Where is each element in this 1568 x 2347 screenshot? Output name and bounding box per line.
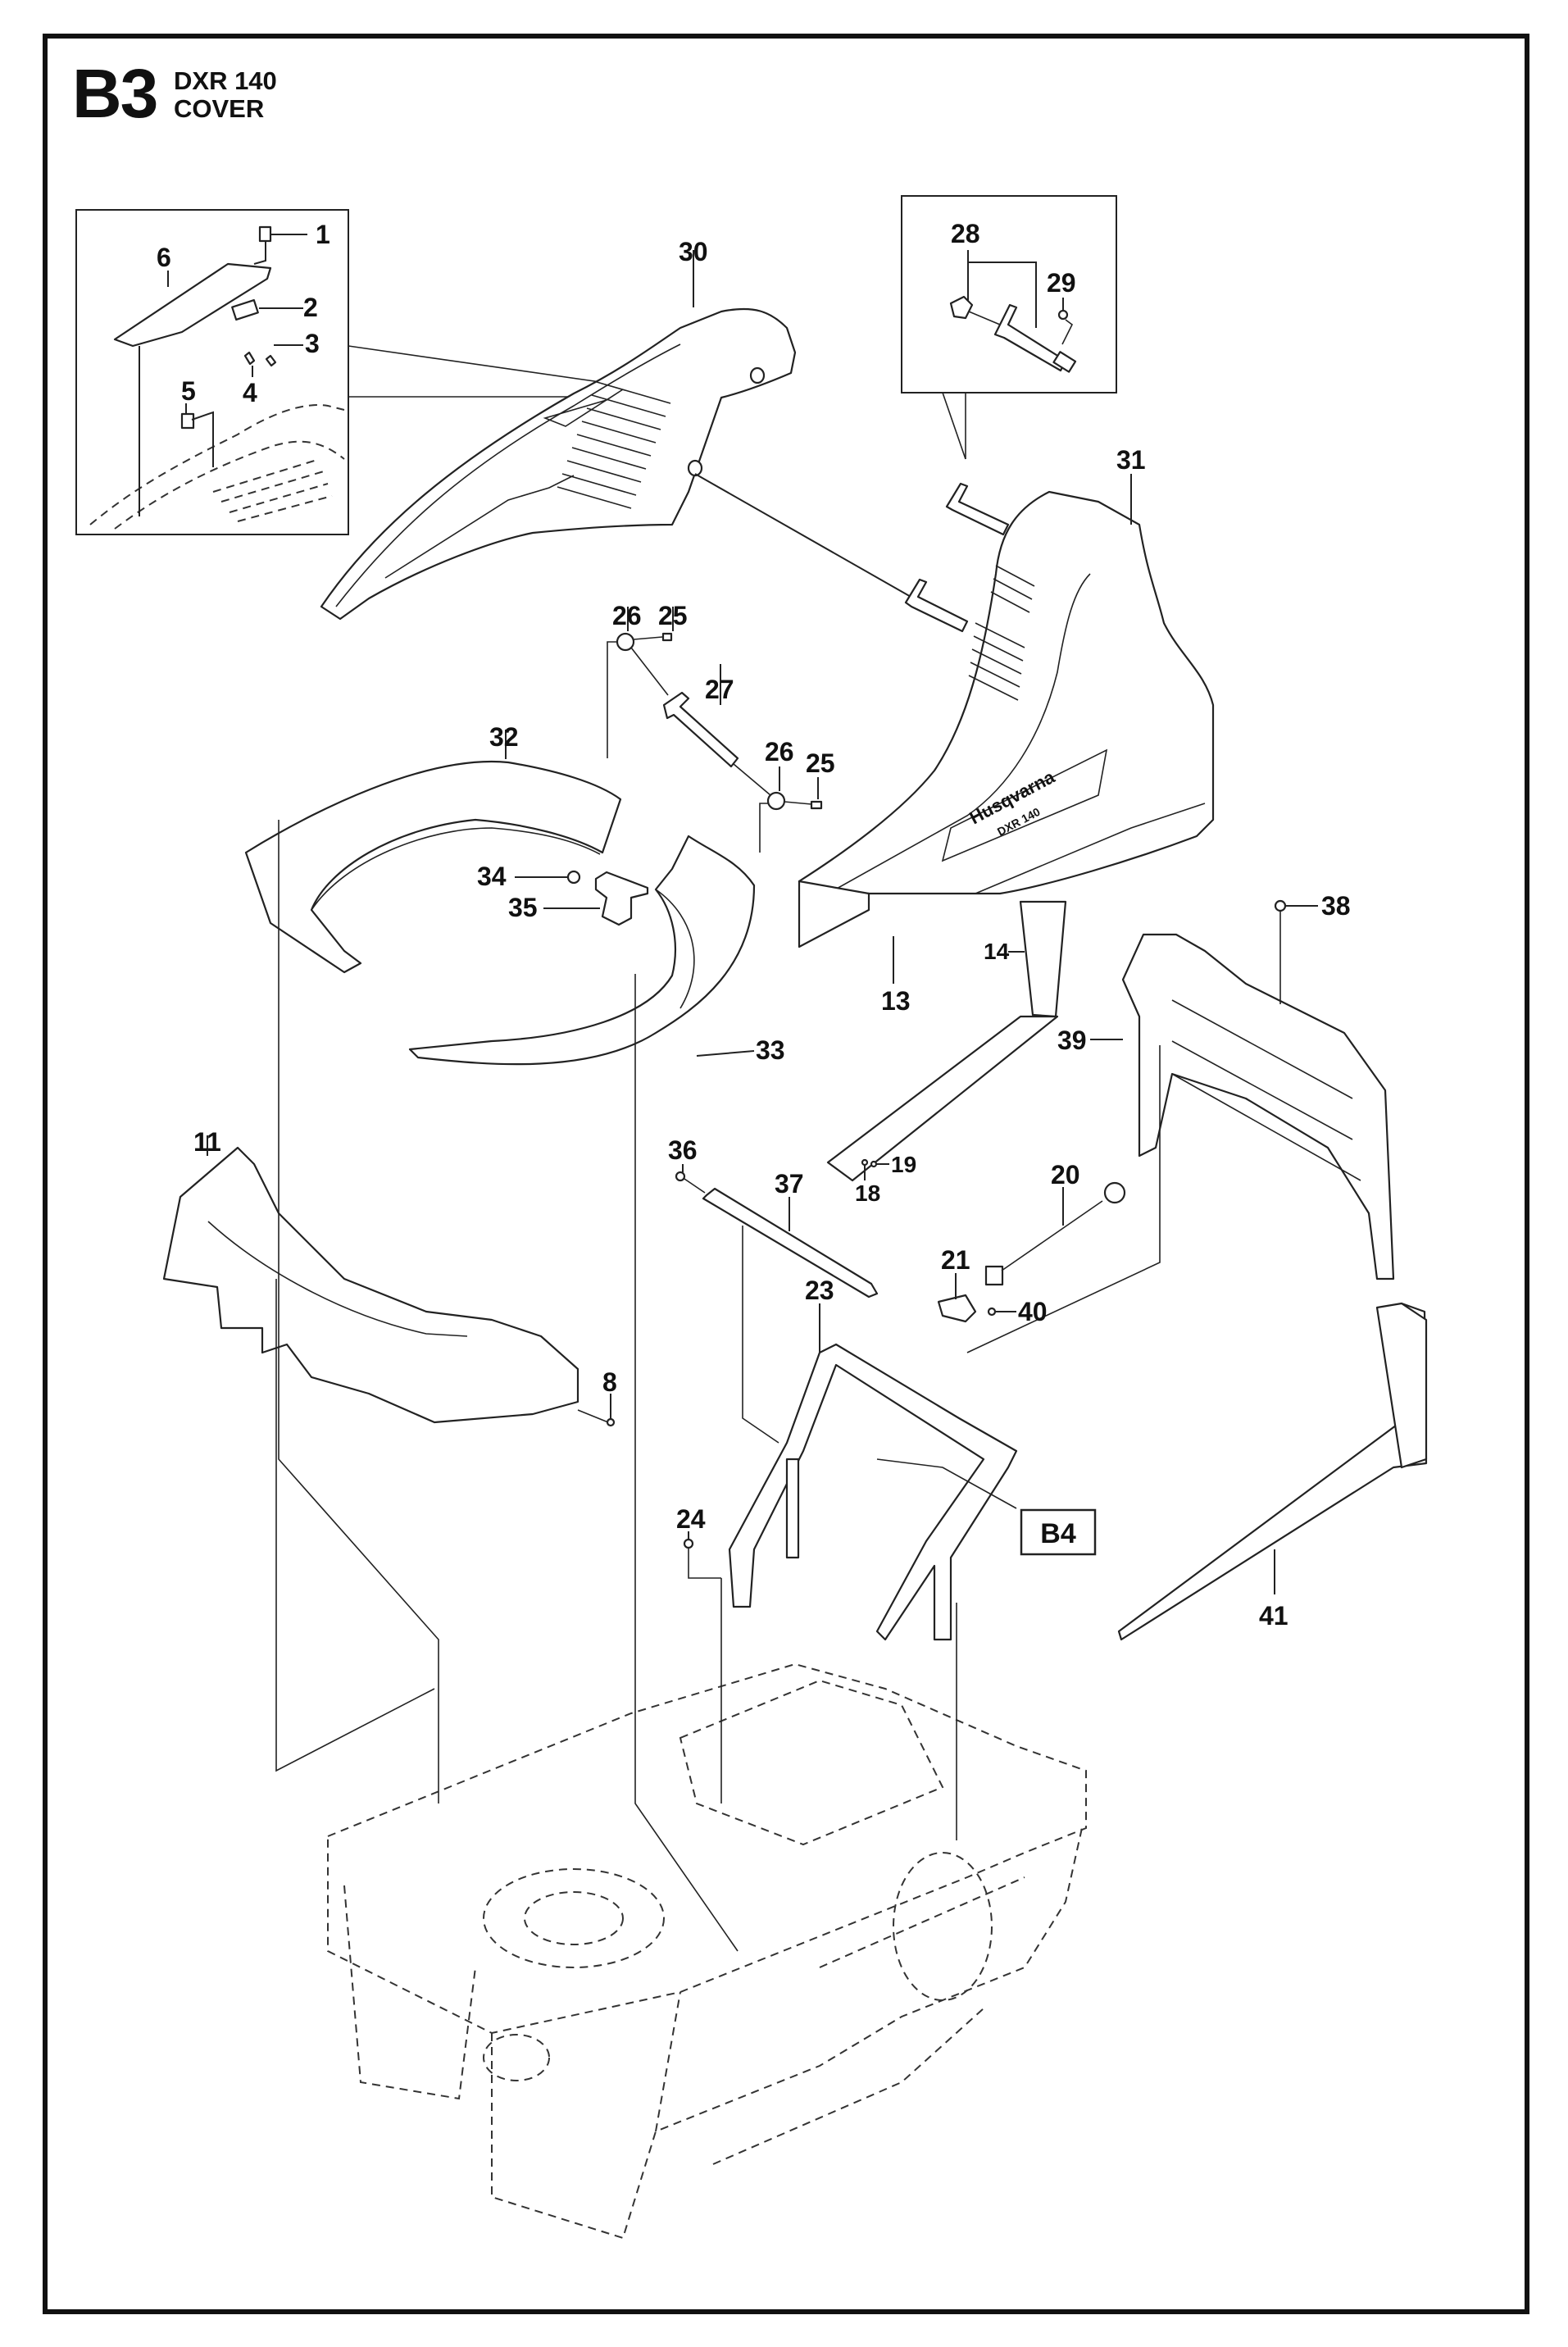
part-25-screw-upper bbox=[661, 632, 673, 642]
label-part-32: 32 bbox=[489, 722, 519, 752]
label-part-41: 41 bbox=[1259, 1601, 1288, 1631]
part-4-screw bbox=[243, 351, 256, 366]
label-part-4: 4 bbox=[243, 378, 257, 407]
part-18-strip bbox=[826, 1015, 1059, 1182]
inset-box-right bbox=[901, 195, 1117, 393]
part-labels: 1 2 3 4 5 6 8 11 13 14 18 19 20 21 23 24… bbox=[157, 219, 1351, 1631]
vent-slots bbox=[557, 381, 671, 509]
bracket-assembly bbox=[515, 870, 649, 926]
part-6-flap bbox=[113, 262, 272, 348]
label-part-30: 30 bbox=[679, 237, 708, 266]
part-36-bolt bbox=[675, 1171, 686, 1182]
label-part-31: 31 bbox=[1116, 445, 1146, 475]
label-part-35: 35 bbox=[508, 893, 538, 922]
label-part-23: 23 bbox=[805, 1276, 834, 1305]
hood-knob-upper bbox=[945, 482, 1010, 536]
part-28-cap bbox=[949, 295, 974, 320]
label-part-28: 28 bbox=[951, 219, 980, 248]
part-33-fender bbox=[408, 835, 756, 1066]
part-37-rod bbox=[702, 1187, 879, 1299]
label-part-40: 40 bbox=[1018, 1297, 1048, 1326]
label-part-21: 21 bbox=[941, 1245, 970, 1275]
diagram-frame bbox=[43, 34, 1529, 2314]
part-21-plate bbox=[937, 1294, 977, 1323]
strap-assembly bbox=[607, 607, 823, 853]
section-code: B3 bbox=[72, 55, 158, 132]
label-part-24: 24 bbox=[676, 1504, 706, 1534]
inset-hood-detail bbox=[75, 209, 349, 535]
label-part-38: 38 bbox=[1321, 891, 1351, 921]
label-part-39: 39 bbox=[1057, 1026, 1087, 1055]
label-part-25-upper: 25 bbox=[658, 601, 688, 630]
label-part-37: 37 bbox=[775, 1169, 804, 1199]
b4-reference-label[interactable]: B4 bbox=[1040, 1518, 1076, 1549]
label-part-34: 34 bbox=[477, 862, 507, 891]
hood-knob-lower bbox=[904, 578, 969, 633]
hood-knob-hole-2 bbox=[687, 459, 703, 477]
label-part-29: 29 bbox=[1047, 268, 1076, 298]
part-8-bolt bbox=[606, 1417, 616, 1427]
label-part-26-upper: 26 bbox=[612, 601, 642, 630]
part-25-screw-lower bbox=[810, 800, 823, 810]
chassis-mount-plate bbox=[483, 1868, 665, 1968]
part-2-hinge bbox=[231, 298, 259, 321]
label-part-8: 8 bbox=[602, 1367, 617, 1397]
part-23-frame bbox=[683, 1303, 1018, 1641]
part-34-bolt bbox=[566, 870, 581, 885]
side-vent-slots bbox=[968, 565, 1035, 701]
part-20-cable bbox=[1001, 1200, 1103, 1271]
part-30-hood bbox=[320, 250, 919, 621]
label-part-26-lower: 26 bbox=[765, 737, 794, 766]
label-part-25-lower: 25 bbox=[806, 748, 835, 778]
hood-knob-hole-1 bbox=[749, 366, 766, 384]
part-29-clip bbox=[1057, 309, 1069, 321]
part-24-bolt bbox=[683, 1538, 694, 1549]
b4-reference-box[interactable] bbox=[1020, 1508, 1097, 1556]
part-13-panel bbox=[798, 880, 894, 984]
part-3-screw bbox=[265, 354, 277, 367]
part-31-side-cover: Husqvarna DXR 140 bbox=[798, 474, 1215, 895]
label-part-14: 14 bbox=[984, 939, 1010, 964]
part-26-grommet-lower bbox=[766, 791, 786, 811]
rod-assembly bbox=[675, 1164, 879, 1444]
part-32-fender bbox=[244, 730, 622, 974]
label-part-36: 36 bbox=[668, 1135, 698, 1165]
part-28-knob bbox=[993, 303, 1067, 372]
label-part-33: 33 bbox=[756, 1035, 785, 1065]
inset-hood-outline bbox=[89, 404, 345, 525]
label-part-13: 13 bbox=[881, 986, 911, 1016]
label-part-1: 1 bbox=[316, 220, 330, 249]
label-part-5: 5 bbox=[181, 376, 196, 406]
part-1-label bbox=[258, 225, 272, 243]
label-part-6: 6 bbox=[157, 243, 171, 272]
part-38-screw bbox=[1274, 899, 1287, 912]
label-part-11: 11 bbox=[193, 1127, 221, 1157]
part-20-sensor bbox=[1103, 1181, 1126, 1204]
part-41-side-trim bbox=[1117, 1302, 1428, 1641]
b4-reference[interactable]: B4 bbox=[1020, 1508, 1097, 1556]
inset-box-left bbox=[75, 209, 349, 535]
model-name: DXR 140 bbox=[174, 66, 277, 95]
part-39-rear-panel bbox=[1090, 899, 1395, 1280]
label-part-3: 3 bbox=[305, 329, 320, 358]
part-14-bracket bbox=[1019, 900, 1067, 1018]
label-part-27: 27 bbox=[705, 675, 734, 704]
decal-panel bbox=[941, 748, 1108, 862]
part-11-front-cover bbox=[162, 1135, 616, 1427]
label-part-18: 18 bbox=[855, 1180, 880, 1206]
chassis-frame-dashed bbox=[327, 1662, 1087, 2240]
inset-knob-detail bbox=[901, 195, 1117, 460]
sensor-assembly bbox=[937, 1181, 1126, 1323]
label-part-19: 19 bbox=[891, 1152, 916, 1177]
connector bbox=[984, 1265, 1004, 1286]
part-35-bracket bbox=[594, 871, 649, 926]
section-title: COVER bbox=[174, 94, 265, 123]
part-14-bracket-and-strip bbox=[826, 900, 1067, 1182]
label-part-2: 2 bbox=[303, 293, 318, 322]
part-27-strap bbox=[662, 691, 739, 768]
part-40-nut bbox=[987, 1307, 997, 1317]
label-part-20: 20 bbox=[1051, 1160, 1080, 1189]
part-5-label bbox=[180, 412, 195, 430]
